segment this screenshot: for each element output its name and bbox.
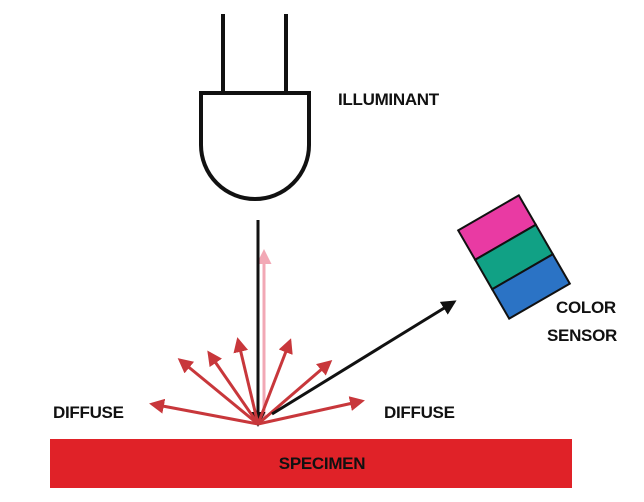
diffuse-arrow: [177, 358, 259, 426]
diffuse-arrow: [257, 360, 333, 426]
specimen-bar: [50, 439, 572, 488]
sensor-blue-band: [490, 252, 572, 321]
color-sensor-icon: [456, 193, 572, 321]
diffuse-arrow: [149, 398, 259, 426]
diffuse-arrow: [207, 350, 260, 425]
diffuse-arrow: [233, 337, 260, 425]
diffuse-arrow: [256, 338, 293, 425]
diffuse-arrow: [257, 396, 365, 426]
illuminant-label: ILLUMINANT: [338, 90, 439, 109]
sensor-reflection-arrow: [271, 300, 457, 416]
diffuse-right-label: DIFFUSE: [384, 403, 455, 422]
specimen-label: SPECIMEN: [278, 454, 366, 473]
color-sensor-label-line1: COLOR: [556, 298, 616, 317]
illuminant-lamp-icon: [199, 14, 311, 201]
diffuse-left-label: DIFFUSE: [53, 403, 124, 422]
color-sensor-label-line2: SENSOR: [547, 326, 617, 345]
diffuse-arrows: [149, 337, 365, 426]
